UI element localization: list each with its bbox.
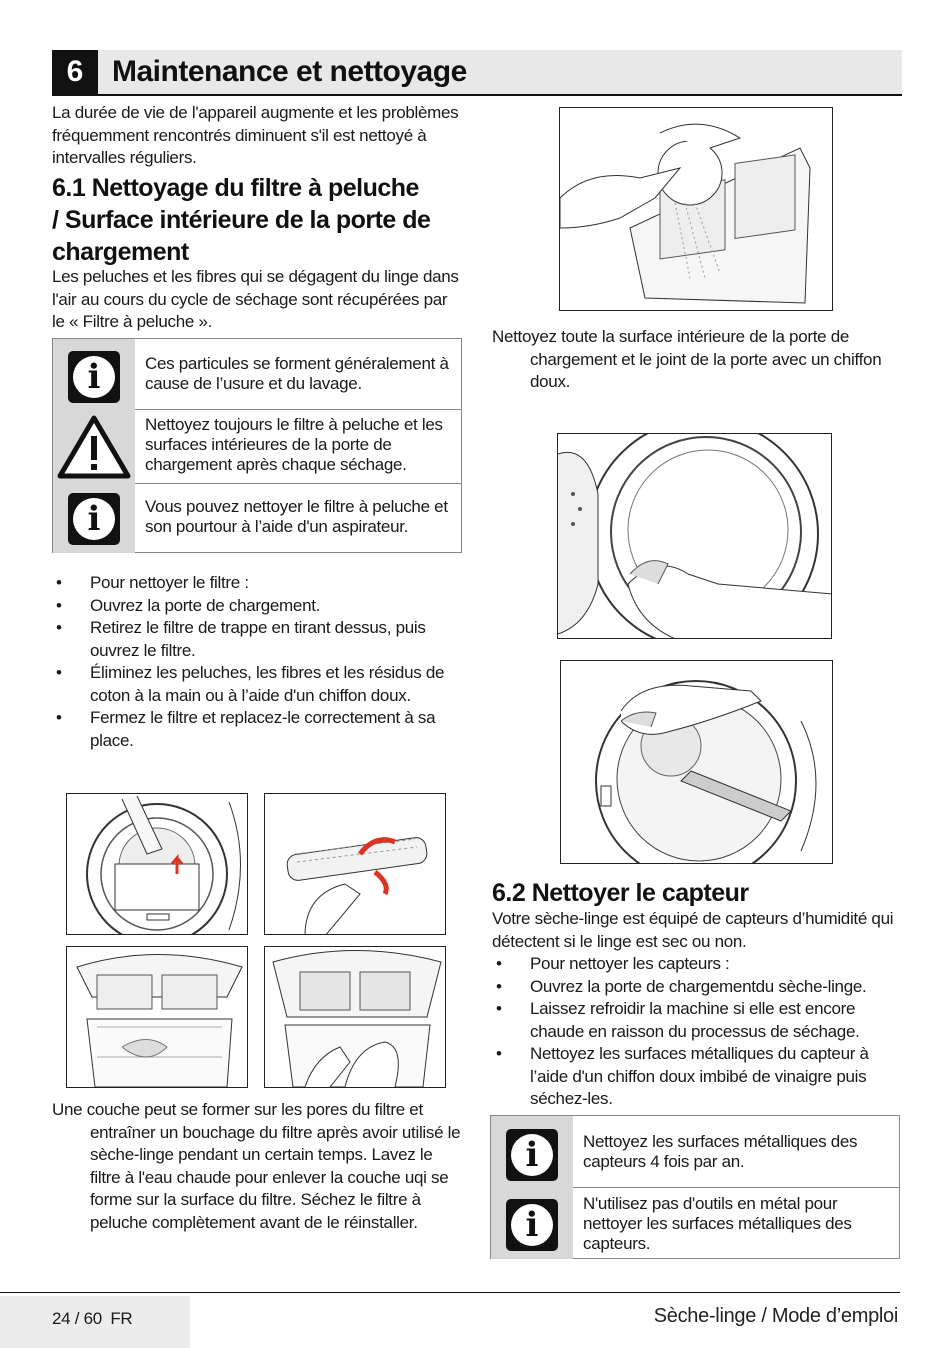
footer-language: FR	[110, 1309, 133, 1328]
section-number: 6	[52, 50, 98, 94]
warning-icon	[57, 415, 131, 479]
info-icon: i	[506, 1199, 558, 1251]
list-item: Éliminez les peluches, les fibres et les…	[52, 662, 462, 707]
info-icon: i	[506, 1129, 558, 1181]
section-1-title-line: / Surface intérieure de la porte de	[52, 206, 431, 234]
footer-divider	[0, 1292, 900, 1293]
illustration-filter-vacuum	[559, 107, 833, 311]
notice-icon-cell: i	[491, 1116, 573, 1187]
list-item: Ouvrez la porte de chargement.	[52, 595, 462, 618]
notice-text: Ces particules se forment généralement à…	[145, 354, 449, 393]
notice-row: i Vous pouvez nettoyer le filtre à peluc…	[53, 483, 461, 553]
intro-text: La durée de vie de l'appareil augmente e…	[52, 103, 459, 167]
paragraph-continued: entraîner un bouchage du filtre après av…	[90, 1122, 461, 1232]
section-1-title-line: chargement	[52, 238, 189, 266]
paragraph-first-line: Une couche peut se former sur les pores …	[52, 1100, 423, 1119]
paragraph-first-line: Nettoyez toute la surface intérieure de …	[492, 327, 850, 346]
footer-page-number: 24 / 60 FR	[52, 1309, 133, 1329]
illustration-filter-open	[66, 946, 248, 1088]
list-item: Fermez le filtre et replacez-le correcte…	[52, 707, 462, 752]
list-item: Pour nettoyer les capteurs :	[492, 953, 904, 976]
bullet-list: Pour nettoyer les capteurs : Ouvrez la p…	[492, 953, 904, 1111]
section-1-text: Les peluches et les fibres qui se dégage…	[52, 267, 459, 331]
info-icon: i	[68, 493, 120, 545]
footer-document-title: Sèche-linge / Mode d’emploi	[653, 1305, 899, 1327]
list-item: Ouvrez la porte de chargementdu sèche-li…	[492, 976, 904, 999]
section-header-bar	[52, 50, 902, 96]
illustration-drum-wipe	[560, 660, 833, 864]
notice-text: Vous pouvez nettoyer le filtre à peluche…	[145, 497, 448, 536]
notice-icon-cell: i	[491, 1187, 573, 1259]
notice-text: Nettoyez les surfaces métalliques des ca…	[583, 1132, 858, 1171]
section-2-title: 6.2 Nettoyer le capteur	[492, 879, 749, 907]
notice-row: i N'utilisez pas d'outils en métal pour …	[491, 1187, 899, 1259]
notice-box: i Ces particules se forment généralement…	[52, 338, 462, 553]
notice-icon-cell: i	[53, 483, 135, 553]
notice-row: i Nettoyez les surfaces métalliques des …	[491, 1116, 899, 1188]
notice-icon-cell	[53, 409, 135, 483]
filter-layer-text: Une couche peut se former sur les pores …	[52, 1099, 462, 1234]
notice-box: i Nettoyez les surfaces métalliques des …	[490, 1115, 900, 1259]
list-item: Pour nettoyer le filtre :	[52, 572, 462, 595]
illustration-filter-clean	[264, 946, 446, 1088]
list-item: Retirez le filtre de trappe en tirant de…	[52, 617, 462, 662]
illustration-door-wipe	[557, 433, 832, 639]
footer-page-tab	[0, 1296, 190, 1348]
list-item: Laissez refroidir la machine si elle est…	[492, 998, 904, 1043]
door-clean-text: Nettoyez toute la surface intérieure de …	[492, 326, 902, 394]
list-item: Nettoyez les surfaces métalliques du cap…	[492, 1043, 904, 1111]
notice-row: i Ces particules se forment généralement…	[53, 339, 461, 410]
page-title: Maintenance et nettoyage	[112, 55, 467, 88]
illustration-open-door	[66, 793, 248, 935]
info-icon: i	[68, 351, 120, 403]
section-1-title-line: 6.1 Nettoyage du filtre à peluche	[52, 174, 419, 202]
bullet-list: Pour nettoyer le filtre : Ouvrez la port…	[52, 572, 462, 752]
notice-icon-cell: i	[53, 339, 135, 409]
section-1-title: 6.1 Nettoyage du filtre à peluche / Surf…	[52, 172, 482, 268]
notice-text: Nettoyez toujours le filtre à peluche et…	[145, 415, 443, 474]
paragraph-continued: chargement et le joint de la porte avec …	[530, 349, 882, 392]
notice-text: N'utilisez pas d'outils en métal pour ne…	[583, 1194, 852, 1253]
notice-row: Nettoyez toujours le filtre à peluche et…	[53, 409, 461, 484]
page-number: 24 / 60	[52, 1309, 102, 1328]
illustration-filter-remove	[264, 793, 446, 935]
section-2-text: Votre sèche-linge est équipé de capteurs…	[492, 909, 894, 951]
